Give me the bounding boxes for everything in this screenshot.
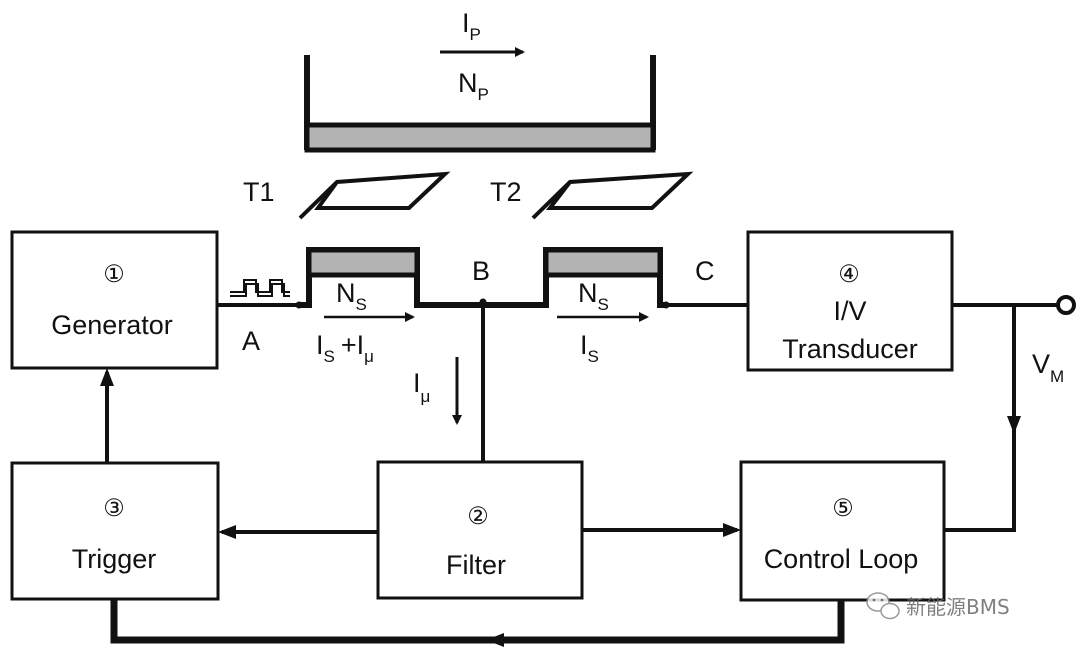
generator-block — [10, 230, 219, 370]
primary-current-label: IP — [462, 8, 481, 44]
wechat-icon — [866, 592, 900, 620]
control-loop-label: Control Loop — [764, 544, 919, 574]
generator-label: Generator — [51, 310, 173, 340]
core-t2-shape — [531, 171, 694, 220]
trigger-label: Trigger — [72, 544, 157, 574]
core-t1-shape — [298, 171, 451, 220]
primary-conductor — [304, 55, 656, 153]
transducer-label-bottom: Transducer — [782, 334, 918, 364]
trigger-block — [10, 461, 220, 601]
secondary1-turns-label: NS — [336, 278, 367, 314]
secondary1-current-label: IS+Iμ — [316, 330, 374, 366]
filter-label: Filter — [446, 550, 506, 580]
square-wave-icon — [230, 279, 290, 293]
wire-feedback — [944, 305, 1016, 532]
core-t2-label: T2 — [490, 177, 522, 207]
watermark: 新能源BMS — [866, 592, 1010, 620]
output-voltage-label: VM — [1032, 349, 1064, 386]
node-c-label: C — [695, 256, 715, 286]
filter-block — [376, 460, 584, 600]
primary-turns-label: NP — [458, 68, 489, 104]
secondary2-current-label: IS — [580, 330, 599, 366]
filter-number: ② — [467, 502, 489, 530]
generator-number: ① — [103, 260, 125, 288]
secondary-winding-2 — [483, 247, 666, 308]
transducer-number: ④ — [838, 260, 860, 288]
wire-control-trigger — [110, 599, 845, 644]
trigger-number: ③ — [103, 494, 125, 522]
node-a-label: A — [242, 326, 260, 356]
output-terminal — [1056, 295, 1076, 315]
transducer-block — [746, 230, 954, 372]
control-loop-block — [739, 460, 946, 602]
watermark-text: 新能源BMS — [906, 595, 1010, 619]
primary-core-bar — [304, 122, 656, 153]
secondary-winding-1 — [299, 247, 483, 308]
magnetizing-current-label: Iμ — [413, 368, 430, 406]
control-loop-number: ⑤ — [832, 494, 854, 522]
core-t1-label: T1 — [243, 177, 275, 207]
node-b-dot — [479, 298, 487, 306]
transducer-label-top: I/V — [833, 296, 866, 326]
node-b-label: B — [472, 256, 490, 286]
secondary2-turns-label: NS — [578, 278, 609, 314]
